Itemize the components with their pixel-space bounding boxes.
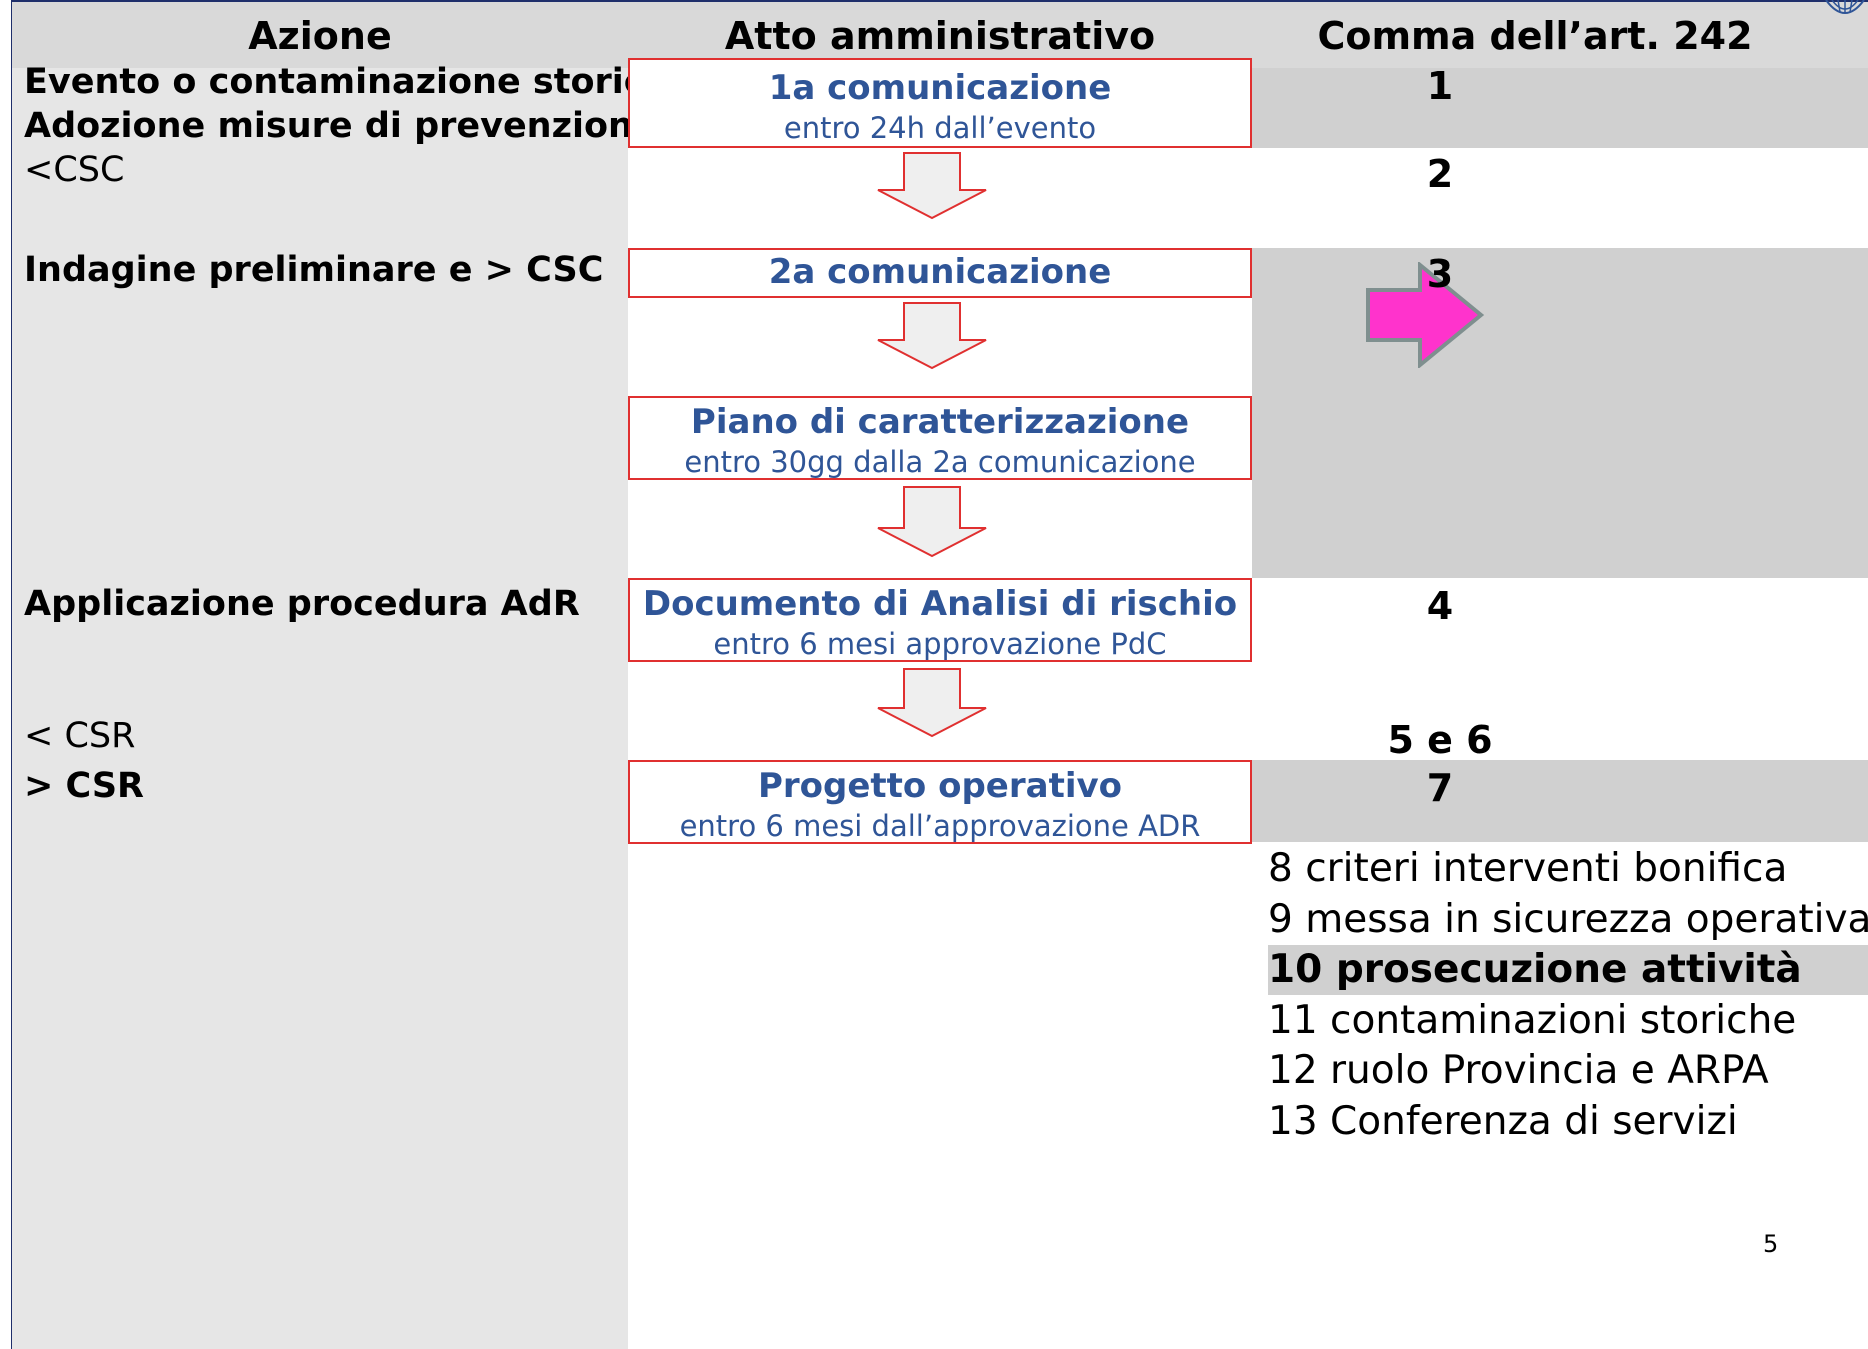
arrow-down-icon bbox=[877, 152, 987, 220]
comma-list-item: 9 messa in sicurezza operativa bbox=[1268, 897, 1868, 942]
page-number: 5 bbox=[1763, 1230, 1779, 1258]
azione-csc: <CSC bbox=[24, 150, 125, 190]
comma-band-7 bbox=[1252, 760, 1868, 842]
azione-less-csr: < CSR bbox=[24, 716, 136, 756]
comma-list-item: 12 ruolo Provincia e ARPA bbox=[1268, 1048, 1769, 1093]
atto-title: Documento di Analisi di rischio bbox=[642, 584, 1238, 624]
atto-subtitle: entro 24h dall’evento bbox=[783, 111, 1097, 145]
comma-list-item: 8 criteri interventi bonifica bbox=[1268, 846, 1788, 891]
logo-icon bbox=[1825, 0, 1865, 14]
comma-2: 2 bbox=[1426, 152, 1454, 196]
atto-box-analisi-rischio: Documento di Analisi di rischio entro 6 … bbox=[628, 578, 1252, 662]
atto-title: 1a comunicazione bbox=[768, 68, 1112, 108]
azione-column-background bbox=[12, 68, 628, 1349]
atto-box-piano-caratterizzazione: Piano di caratterizzazione entro 30gg da… bbox=[628, 396, 1252, 480]
comma-1: 1 bbox=[1426, 64, 1454, 108]
header-comma: Comma dell’art. 242 bbox=[1317, 14, 1753, 58]
header-atto: Atto amministrativo bbox=[724, 14, 1156, 58]
comma-4: 4 bbox=[1426, 584, 1454, 628]
arrow-down-icon bbox=[877, 302, 987, 370]
atto-subtitle: entro 30gg dalla 2a comunicazione bbox=[684, 445, 1196, 479]
atto-box-2a-comunicazione: 2a comunicazione bbox=[628, 248, 1252, 298]
comma-list-item-highlighted: 10 prosecuzione attività bbox=[1268, 945, 1868, 995]
comma-list-item: 13 Conferenza di servizi bbox=[1268, 1099, 1738, 1144]
atto-box-progetto-operativo: Progetto operativo entro 6 mesi dall’app… bbox=[628, 760, 1252, 844]
azione-greater-csr: > CSR bbox=[24, 766, 145, 806]
comma-list-item: 11 contaminazioni storiche bbox=[1268, 998, 1797, 1043]
comma-3: 3 bbox=[1426, 252, 1454, 296]
azione-indagine: Indagine preliminare e > CSC bbox=[24, 250, 604, 290]
atto-title: Progetto operativo bbox=[757, 766, 1123, 806]
comma-7: 7 bbox=[1426, 766, 1454, 810]
comma-band-3 bbox=[1252, 248, 1868, 578]
arrow-down-icon bbox=[877, 486, 987, 558]
atto-box-1a-comunicazione: 1a comunicazione entro 24h dall’evento bbox=[628, 58, 1252, 148]
header-azione: Azione bbox=[248, 14, 392, 58]
header-row bbox=[12, 2, 1868, 68]
azione-adr: Applicazione procedura AdR bbox=[24, 584, 580, 624]
comma-5-6: 5 e 6 bbox=[1387, 718, 1493, 762]
atto-title: 2a comunicazione bbox=[768, 252, 1112, 292]
atto-title: Piano di caratterizzazione bbox=[690, 402, 1190, 442]
comma-band-1 bbox=[1252, 68, 1868, 148]
atto-subtitle: entro 6 mesi dall’approvazione ADR bbox=[679, 809, 1201, 843]
arrow-down-icon bbox=[877, 668, 987, 738]
atto-subtitle: entro 6 mesi approvazione PdC bbox=[713, 627, 1167, 661]
highlight-arrow-icon bbox=[1366, 262, 1485, 368]
azione-evento: Evento o contaminazione storica bbox=[24, 62, 669, 102]
azione-misure: Adozione misure di prevenzione bbox=[24, 106, 657, 146]
